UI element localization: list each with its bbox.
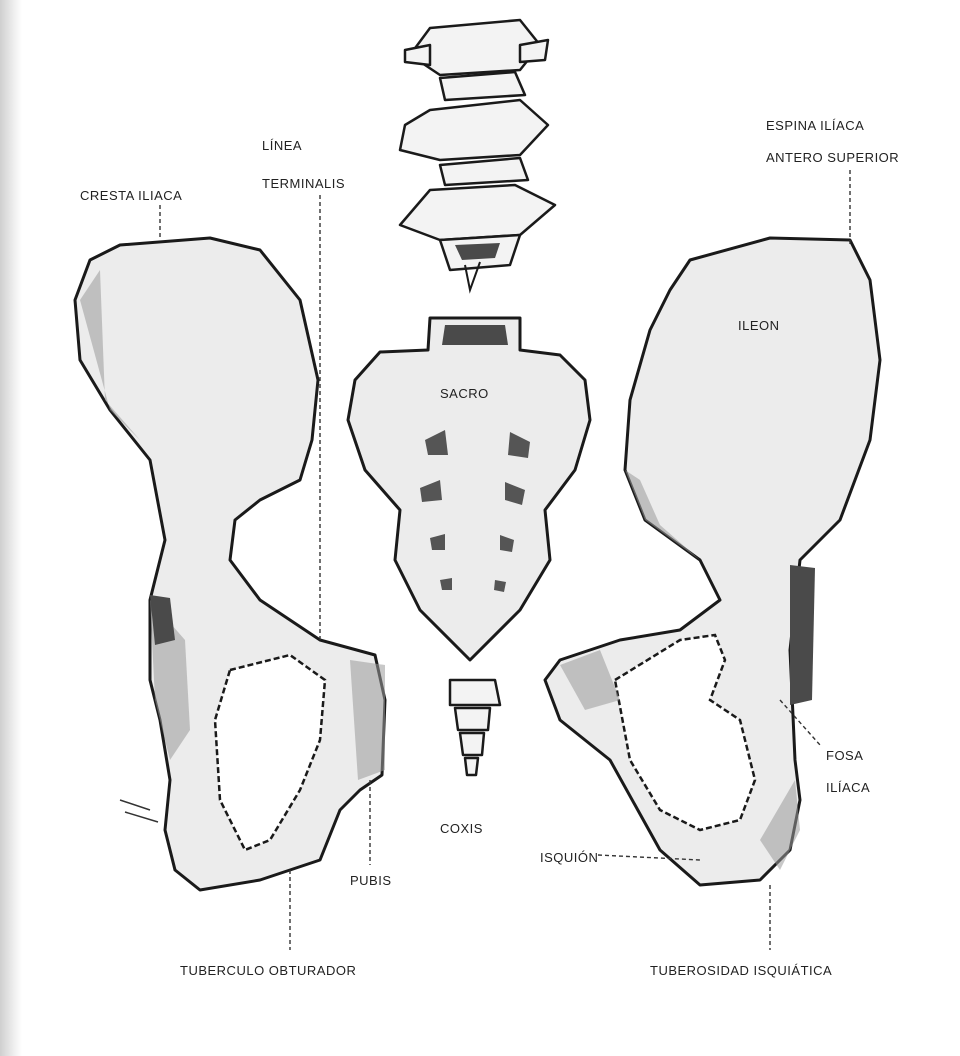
label-ileon: ILEON: [738, 318, 780, 333]
label-espina-line2: ANTERO SUPERIOR: [766, 150, 899, 165]
label-coxis: COXIS: [440, 821, 483, 836]
sacrum-bone: [348, 318, 590, 660]
label-cresta-iliaca: CRESTA ILIACA: [80, 188, 182, 203]
label-pubis: PUBIS: [350, 873, 392, 888]
coccyx-bone: [450, 680, 500, 775]
label-fosa-line2: ILÍACA: [826, 780, 870, 795]
label-espina-line1: ESPINA ILÍACA: [766, 118, 864, 133]
label-tuberosidad-isquiatica: TUBEROSIDAD ISQUIÁTICA: [650, 963, 832, 978]
label-linea-terminalis-line1: LÍNEA: [262, 138, 302, 153]
label-tuberculo-obturador: TUBERCULO OBTURADOR: [180, 963, 356, 978]
lumbar-vertebrae: [400, 20, 555, 290]
label-sacro: SACRO: [440, 386, 489, 401]
label-linea-terminalis-line2: TERMINALIS: [262, 176, 345, 191]
label-isquion: ISQUIÓN: [540, 850, 598, 865]
label-fosa-line1: FOSA: [826, 748, 863, 763]
left-hip-bone: [75, 238, 385, 890]
